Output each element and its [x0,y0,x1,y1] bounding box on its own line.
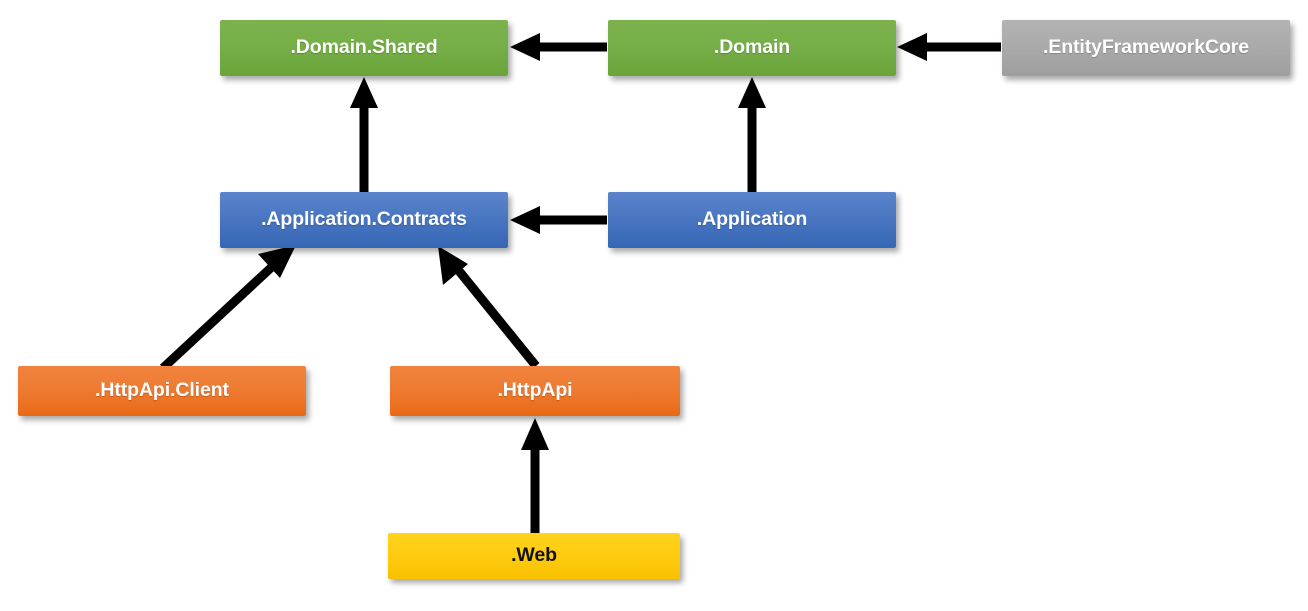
node-http-api-client[interactable]: .HttpApi.Client [18,366,306,416]
node-domain[interactable]: .Domain [608,20,896,76]
node-domain-label: .Domain [713,36,791,59]
edge-http-api-client-to-application-contracts [159,245,296,372]
node-http-api[interactable]: .HttpApi [390,366,680,416]
node-domain-shared[interactable]: .Domain.Shared [220,20,508,76]
edge-application-contracts-to-domain-shared [350,77,378,192]
edge-web-to-http-api [521,418,549,533]
node-http-api-client-label: .HttpApi.Client [95,379,229,402]
node-application-contracts[interactable]: .Application.Contracts [220,192,508,248]
node-web[interactable]: .Web [388,533,680,579]
node-domain-shared-label: .Domain.Shared [290,36,438,59]
node-web-label: .Web [511,544,557,567]
node-entity-framework-core-label: .EntityFrameworkCore [1042,36,1250,59]
node-application-contracts-label: .Application.Contracts [261,208,467,231]
node-application-label: .Application [696,208,808,231]
node-http-api-label: .HttpApi [497,379,573,402]
edge-application-to-domain [738,77,766,192]
node-entity-framework-core[interactable]: .EntityFrameworkCore [1002,20,1290,76]
edge-domain-to-domain-shared [510,33,607,61]
edge-http-api-to-application-contracts [438,246,540,369]
edge-application-to-application-contracts [510,206,607,234]
node-application[interactable]: .Application [608,192,896,248]
edge-entityframeworkcore-to-domain [897,33,1001,61]
